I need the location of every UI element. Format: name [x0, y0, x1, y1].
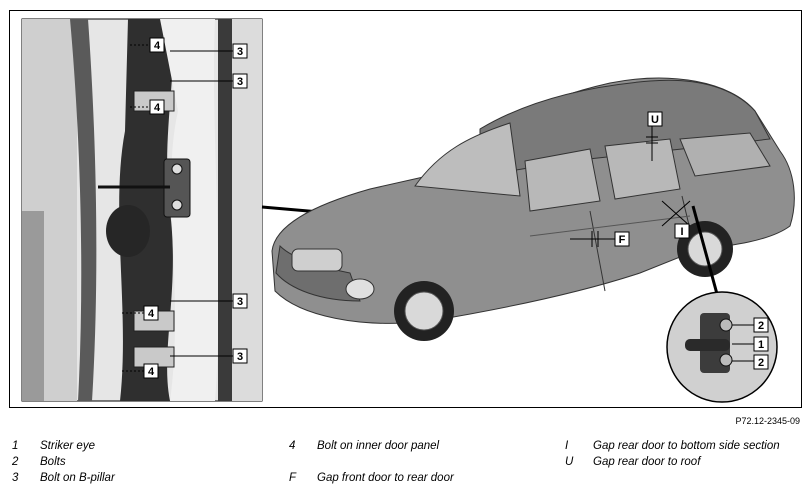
legend: 1 Striker eye 2 Bolts 3 Bolt on B-pillar…: [12, 438, 802, 490]
legend-key: F: [289, 472, 297, 484]
callout-tag-4-b: 4: [149, 99, 165, 115]
callout-label: 3: [237, 351, 243, 363]
legend-text: Bolt on B-pillar: [40, 472, 115, 484]
callout-tag-4-a: 4: [149, 37, 165, 53]
callout-label: 3: [237, 296, 243, 308]
striker-inset: [666, 291, 778, 403]
illustration-svg: 3 3 3 3 4 4 4 4: [21, 18, 795, 403]
inset-pointer-line: [691, 205, 719, 295]
callout-tag-3-b: 3: [232, 73, 248, 89]
gap-marker-u: [646, 123, 658, 161]
legend-text: Gap rear door to roof: [593, 456, 701, 468]
legend-key: I: [565, 440, 569, 452]
legend-text: Gap rear door to bottom side section: [593, 440, 780, 452]
gap-marker-i: [661, 200, 691, 227]
legend-text: Bolts: [40, 456, 66, 468]
callout-tag-u: U: [647, 111, 663, 127]
callout-tag-3-d: 3: [232, 348, 248, 364]
legend-key: 3: [12, 472, 19, 484]
callout-label: I: [680, 226, 683, 238]
legend-text: Striker eye: [40, 440, 95, 452]
b-pillar-callout-lines: [122, 44, 238, 372]
callout-label: 3: [237, 76, 243, 88]
legend-text: Gap front door to rear door: [317, 472, 454, 484]
callout-label: F: [619, 234, 626, 246]
callout-tag-3-a: 3: [232, 43, 248, 59]
callout-label: 4: [148, 308, 155, 320]
callout-tag-i: I: [674, 223, 690, 239]
b-pillar-detail-panel: [21, 18, 263, 402]
callout-label: 2: [758, 320, 764, 332]
legend-key: U: [565, 456, 574, 468]
legend-key: 1: [12, 440, 19, 452]
callout-tag-1: 1: [753, 336, 769, 352]
legend-key: 2: [12, 456, 19, 468]
callout-label: 1: [758, 339, 764, 351]
callout-label: 2: [758, 357, 764, 369]
front-wheel: [394, 281, 454, 341]
callout-tag-2-a: 2: [753, 317, 769, 333]
gap-marker-f: [570, 231, 615, 247]
callout-label: 3: [237, 46, 243, 58]
service-illustration: 3 3 3 3 4 4 4 4: [9, 10, 802, 408]
callout-tag-4-c: 4: [143, 305, 159, 321]
callout-tag-f: F: [614, 231, 630, 247]
callout-tag-2-b: 2: [753, 354, 769, 370]
callout-tag-3-c: 3: [232, 293, 248, 309]
callout-label: 4: [154, 40, 161, 52]
callout-label: U: [651, 114, 659, 126]
callout-label: 4: [148, 366, 155, 378]
callout-tag-4-d: 4: [143, 363, 159, 379]
figure-code: P72.12-2345-09: [735, 416, 800, 426]
callout-label: 4: [154, 102, 161, 114]
car-illustration: [271, 77, 795, 324]
legend-key: 4: [289, 440, 296, 452]
legend-text: Bolt on inner door panel: [317, 440, 440, 452]
